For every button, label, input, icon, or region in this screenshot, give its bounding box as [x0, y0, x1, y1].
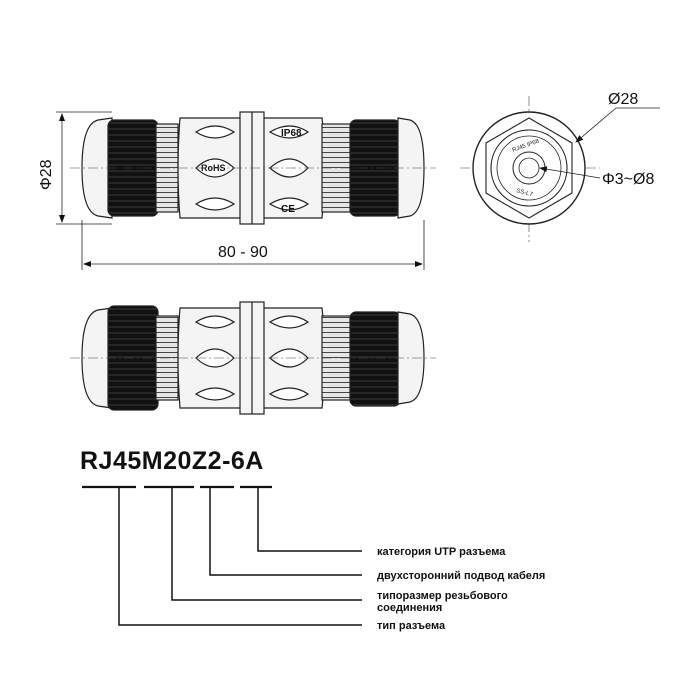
rohs-mark: RoHS — [201, 163, 226, 173]
legend-item-connector-type: тип разъема — [377, 620, 446, 632]
ce-mark: CE — [281, 204, 295, 215]
length-dimension-label: 80 - 90 — [218, 244, 268, 261]
svg-text:SS-L7: SS-L7 — [515, 188, 533, 198]
ip-rating-mark: IP68 — [281, 128, 302, 139]
legend-item-cable-entry: двухсторонний подвод кабеля — [377, 570, 546, 582]
outer-diameter-label: Ø28 — [608, 91, 638, 108]
legend-item-thread-size: типоразмер резьбового соединения — [377, 590, 508, 614]
height-dimension-label: Φ28 — [38, 159, 55, 190]
cable-range-label: Φ3~Ø8 — [602, 171, 654, 188]
end-view: RJ45 IP68 SS-L7 — [460, 96, 660, 242]
legend-lines — [82, 485, 362, 626]
legend-item-utp-category: категория UTP разъема — [377, 546, 506, 558]
model-code: RJ45M20Z2-6A — [80, 447, 264, 475]
height-dimension — [56, 111, 112, 225]
length-dimension — [81, 220, 425, 270]
right-end-cap — [397, 117, 425, 219]
right-knurled-nut — [349, 119, 401, 217]
